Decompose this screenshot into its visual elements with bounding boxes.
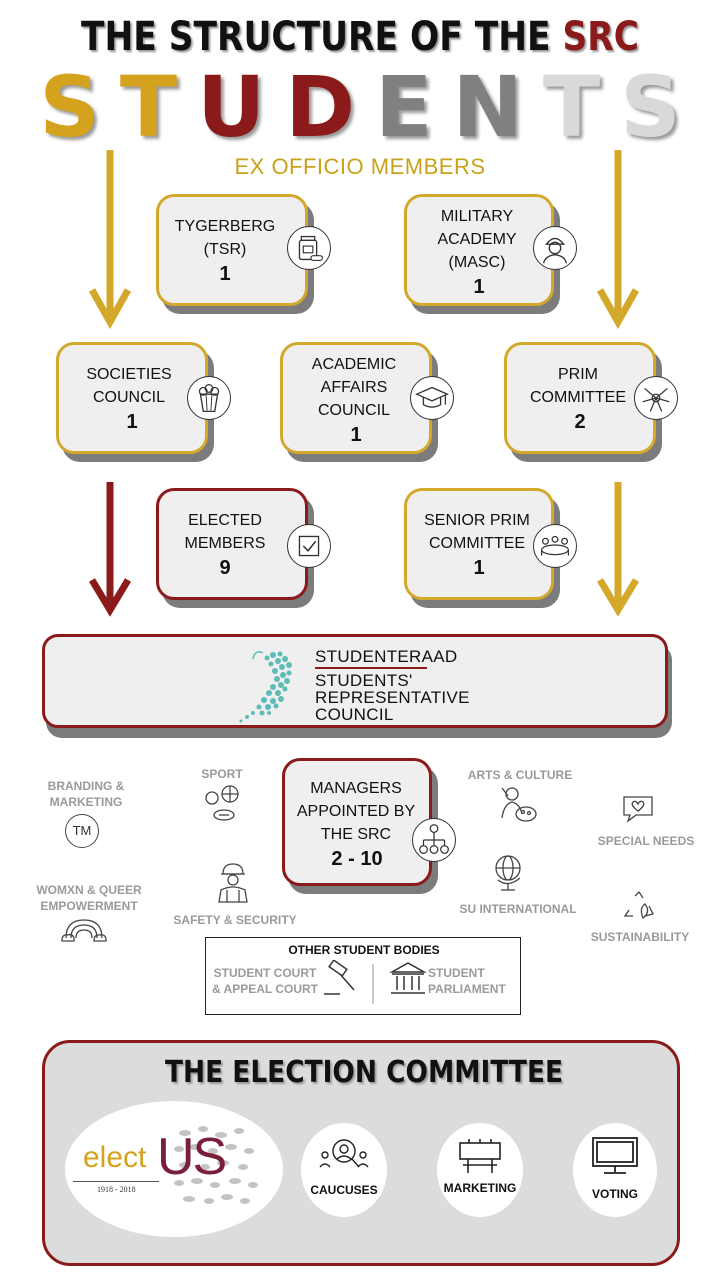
checkbox-icon bbox=[287, 524, 331, 568]
students-letter-4: E bbox=[375, 58, 453, 156]
arrow-left-top bbox=[88, 150, 132, 330]
societies-box: SOCIETIES COUNCIL 1 bbox=[56, 342, 208, 454]
managers-box: MANAGERS APPOINTED BY THE SRC 2 - 10 bbox=[282, 758, 432, 886]
globe-icon bbox=[495, 855, 521, 891]
students-letter-2: U bbox=[197, 58, 286, 156]
other-student-bodies: OTHER STUDENT BODIES STUDENT COURT & APP… bbox=[205, 937, 521, 1015]
portfolio-sustainability: SUSTAINABILITY bbox=[590, 930, 690, 944]
students-letter-1: T bbox=[119, 58, 198, 156]
senior-prim-box: SENIOR PRIM COMMITTEE 1 bbox=[404, 488, 554, 600]
electus-pattern-icon bbox=[174, 1126, 258, 1204]
election-title: THE ELECTION COMMITTEE bbox=[164, 1055, 564, 1090]
arts-palette-icon bbox=[501, 787, 537, 822]
safety-worker-icon bbox=[218, 863, 248, 903]
voting-circle: VOTING bbox=[573, 1123, 657, 1217]
rainbow-icon bbox=[61, 919, 107, 942]
students-letter-5: N bbox=[452, 58, 543, 156]
portfolio-arts: ARTS & CULTURE bbox=[467, 768, 573, 782]
portfolio-special-needs: SPECIAL NEEDS bbox=[597, 834, 695, 848]
src-line-2: STUDENTS' bbox=[315, 671, 413, 690]
trademark-icon: TM bbox=[65, 814, 99, 848]
portfolio-safety: SAFETY & SECURITY bbox=[173, 913, 297, 927]
src-line-4: COUNCIL bbox=[315, 705, 394, 724]
students-word: STUDENTS bbox=[0, 62, 720, 152]
src-line-1: STUDENTERAAD bbox=[315, 647, 458, 666]
arrow-right-bottom bbox=[596, 482, 640, 617]
students-letter-7: S bbox=[620, 58, 701, 156]
societies-count: 1 bbox=[126, 411, 138, 433]
tygerberg-label: TYGERBERG (TSR) bbox=[174, 218, 276, 258]
src-line-3: REPRESENTATIVE bbox=[315, 688, 470, 707]
tygerberg-count: 1 bbox=[219, 263, 231, 285]
students-letter-0: S bbox=[39, 58, 120, 156]
caucuses-label: CAUCUSES bbox=[310, 1183, 378, 1197]
src-banner: STUDENTERAAD STUDENTS' REPRESENTATIVE CO… bbox=[42, 634, 668, 728]
heart-chat-icon bbox=[623, 796, 653, 823]
osb-divider bbox=[372, 964, 374, 1004]
managers-label: MANAGERS APPOINTED BY THE SRC bbox=[296, 780, 416, 843]
electus-logo: elect US 1918 - 2018 bbox=[65, 1101, 283, 1237]
gavel-icon bbox=[324, 960, 355, 995]
election-committee-panel: THE ELECTION COMMITTEE elect US 1918 - 2… bbox=[42, 1040, 680, 1266]
senior-prim-count: 1 bbox=[473, 557, 485, 579]
caucus-search-icon bbox=[319, 1139, 369, 1168]
billboard-icon bbox=[459, 1139, 501, 1173]
military-label: MILITARY ACADEMY (MASC) bbox=[437, 208, 517, 271]
other-bodies-title: OTHER STUDENT BODIES bbox=[288, 943, 440, 957]
marketing-label: MARKETING bbox=[443, 1181, 517, 1195]
soldier-icon bbox=[533, 226, 577, 270]
managers-count: 2 - 10 bbox=[331, 848, 383, 870]
elected-box: ELECTED MEMBERS 9 bbox=[156, 488, 308, 600]
tygerberg-box: TYGERBERG (TSR) 1 bbox=[156, 194, 308, 306]
arrow-left-bottom bbox=[88, 482, 132, 617]
caucuses-circle: CAUCUSES bbox=[301, 1123, 387, 1217]
page-title: THE STRUCTURE OF THE SRC bbox=[50, 14, 669, 60]
military-count: 1 bbox=[473, 276, 485, 298]
monitor-icon bbox=[592, 1137, 638, 1174]
marketing-circle: MARKETING bbox=[437, 1123, 523, 1217]
portfolio-sport: SPORT bbox=[201, 767, 243, 781]
arrow-right-top bbox=[596, 150, 640, 330]
portfolio-womxn: WOMXN & QUEER EMPOWERMENT bbox=[36, 883, 142, 913]
prim-box: PRIM COMMITTEE 2 bbox=[504, 342, 656, 454]
org-chart-icon bbox=[412, 818, 456, 862]
student-parliament-label: STUDENT PARLIAMENT bbox=[428, 966, 506, 996]
team-hands-icon bbox=[634, 376, 678, 420]
societies-label: SOCIETIES COUNCIL bbox=[86, 366, 172, 406]
academic-label: ACADEMIC AFFAIRS COUNCIL bbox=[311, 356, 397, 419]
electus-underline bbox=[73, 1181, 159, 1182]
sport-balls-icon bbox=[205, 785, 239, 821]
parliament-icon bbox=[389, 962, 427, 994]
student-court-label: STUDENT COURT & APPEAL COURT bbox=[211, 966, 318, 996]
students-letter-6: T bbox=[542, 58, 621, 156]
military-box: MILITARY ACADEMY (MASC) 1 bbox=[404, 194, 554, 306]
src-logo-icon bbox=[239, 651, 292, 723]
prim-label: PRIM COMMITTEE bbox=[530, 366, 626, 406]
electus-years: 1918 - 2018 bbox=[97, 1185, 136, 1194]
title-main: THE STRUCTURE OF THE bbox=[81, 14, 563, 60]
src-divider bbox=[315, 667, 427, 669]
voting-label: VOTING bbox=[591, 1187, 638, 1201]
graduation-cap-icon bbox=[410, 376, 454, 420]
electus-elect-text: elect bbox=[83, 1141, 147, 1174]
meeting-table-icon bbox=[533, 524, 577, 568]
portfolio-branding: BRANDING & MARKETING bbox=[47, 779, 125, 809]
elected-label: ELECTED MEMBERS bbox=[184, 512, 266, 552]
students-letter-3: D bbox=[285, 58, 376, 156]
title-accent: SRC bbox=[562, 14, 639, 60]
elected-count: 9 bbox=[219, 557, 231, 579]
medicine-icon bbox=[287, 226, 331, 270]
prim-count: 2 bbox=[574, 411, 586, 433]
ex-officio-label: EX OFFICIO MEMBERS bbox=[234, 154, 486, 179]
academic-box: ACADEMIC AFFAIRS COUNCIL 1 bbox=[280, 342, 432, 454]
academic-count: 1 bbox=[350, 424, 362, 446]
popcorn-icon bbox=[187, 376, 231, 420]
senior-prim-label: SENIOR PRIM COMMITTEE bbox=[424, 512, 530, 552]
portfolio-su-international: SU INTERNATIONAL bbox=[459, 902, 577, 916]
electus-us-text: US bbox=[157, 1128, 227, 1186]
recycle-icon bbox=[623, 890, 654, 920]
